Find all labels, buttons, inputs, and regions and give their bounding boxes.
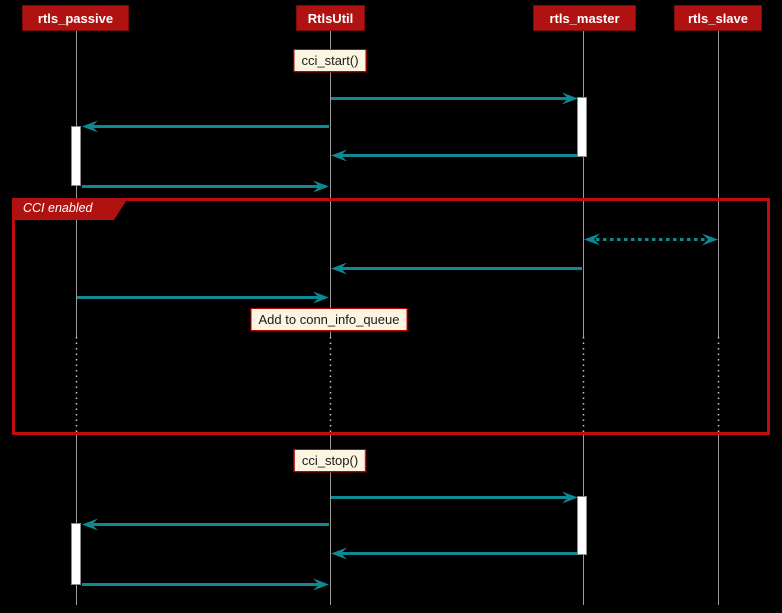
- activation-bar-master-start: [577, 97, 587, 157]
- message-arrow-util-to-master-stop: [331, 491, 578, 504]
- message-arrow-util-to-passive-stop: [82, 518, 329, 531]
- activation-bar-master-stop: [577, 496, 587, 555]
- message-arrow-passive-to-util-cci: [77, 291, 329, 304]
- message-arrow-passive-to-util-start: [82, 180, 329, 193]
- message-arrow-master-to-util-cci: [331, 262, 582, 275]
- message-arrow-util-to-passive-start: [82, 120, 329, 133]
- message-arrow-master-slave-dotted-bidirectional: [584, 233, 718, 246]
- participant-rtlsutil: RtlsUtil: [296, 5, 365, 31]
- message-arrow-util-to-master-start: [331, 92, 578, 105]
- activation-bar-passive-start: [71, 126, 81, 186]
- message-arrow-master-to-util-stop: [331, 547, 577, 560]
- participant-rtls-slave: rtls_slave: [674, 5, 762, 31]
- message-arrow-master-to-util-start: [331, 149, 577, 162]
- note-add-to-conn-info-queue: Add to conn_info_queue: [250, 308, 408, 331]
- note-cci-start: cci_start(): [293, 49, 367, 72]
- participant-rtls-master: rtls_master: [533, 5, 636, 31]
- participant-rtls-passive: rtls_passive: [22, 5, 129, 31]
- activation-bar-passive-stop: [71, 523, 81, 585]
- message-arrow-passive-to-util-stop: [82, 578, 329, 591]
- note-cci-stop: cci_stop(): [293, 449, 367, 472]
